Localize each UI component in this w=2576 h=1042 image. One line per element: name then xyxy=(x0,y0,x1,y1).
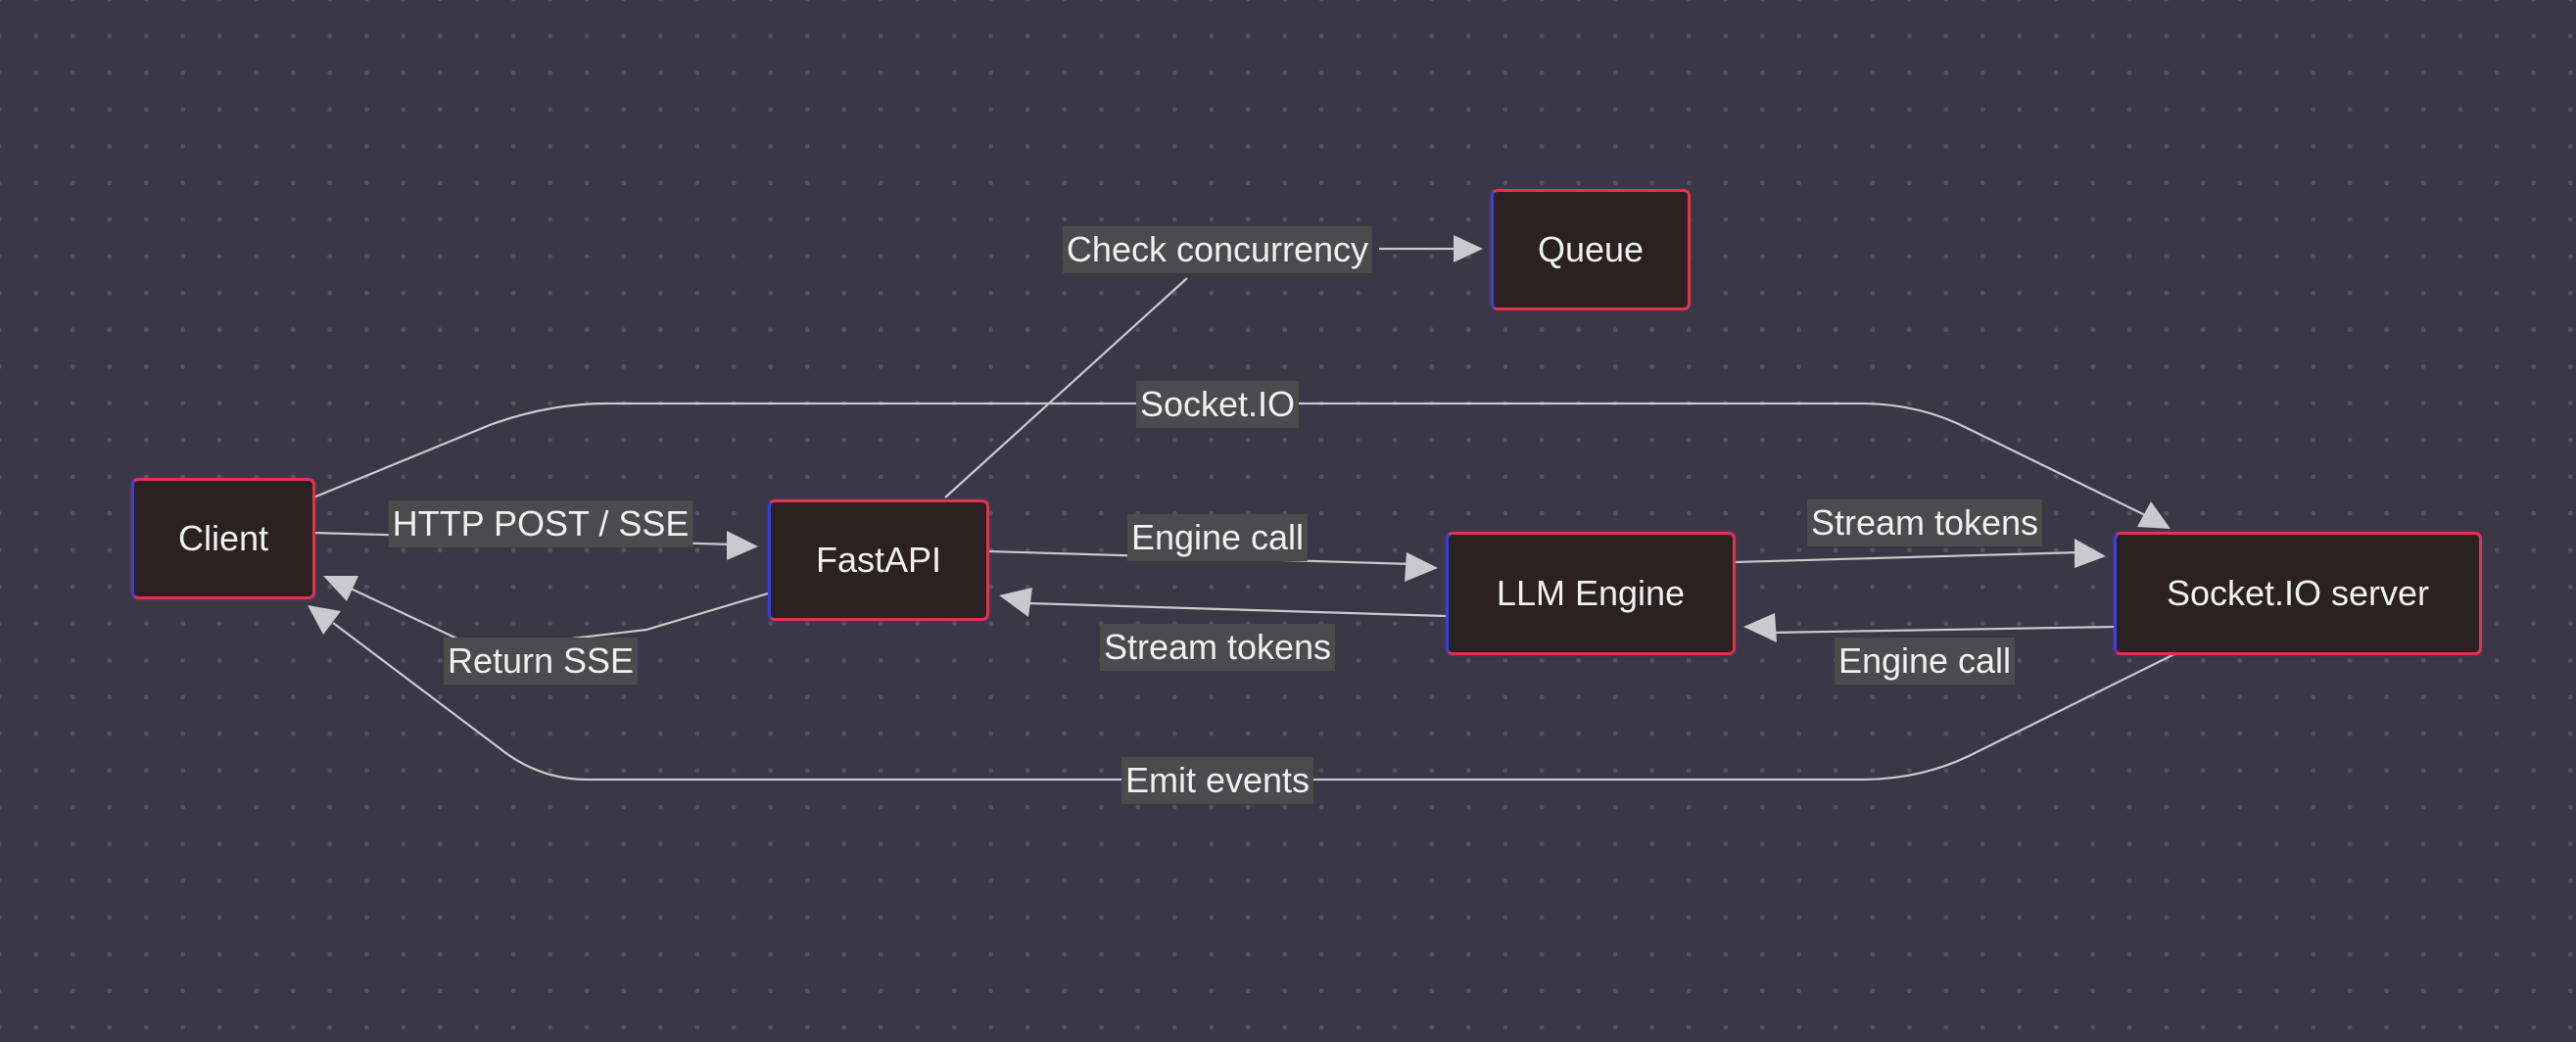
edge-label-stream-tokens-fastapi: Stream tokens xyxy=(1099,624,1336,671)
arrow-head-icon xyxy=(323,576,358,601)
edge-stream-tokens-server xyxy=(1735,550,2081,564)
arrow-head-icon xyxy=(2137,501,2171,529)
edge-label-engine-call-fastapi: Engine call xyxy=(1126,514,1309,561)
edge-label-socketio: Socket.IO xyxy=(1135,381,1300,428)
arrow-head-icon xyxy=(2075,539,2106,568)
arrow-head-icon xyxy=(999,588,1032,617)
node-queue[interactable]: Queue xyxy=(1491,189,1691,310)
node-client[interactable]: Client xyxy=(131,478,315,599)
node-llm-engine[interactable]: LLM Engine xyxy=(1446,532,1736,655)
edge-emit-events xyxy=(332,622,2179,782)
edge-label-return-sse: Return SSE xyxy=(443,638,639,685)
edge-label-check-concurrency: Check concurrency xyxy=(1062,226,1373,273)
edge-label-http-post-sse: HTTP POST / SSE xyxy=(388,500,693,547)
edge-check-concurrency xyxy=(944,277,1188,498)
node-fastapi[interactable]: FastAPI xyxy=(768,499,989,621)
node-llm-engine-label: LLM Engine xyxy=(1496,573,1686,613)
arrow-head-icon xyxy=(1454,235,1483,262)
edge-label-stream-tokens-server: Stream tokens xyxy=(1806,499,2043,546)
edge-socketio xyxy=(312,402,2146,516)
edge-engine-call-server xyxy=(1770,625,2117,635)
arrow-head-icon xyxy=(1743,613,1777,642)
arrow-head-icon xyxy=(308,605,341,635)
node-client-label: Client xyxy=(177,518,269,558)
arrow-head-icon xyxy=(1405,552,1438,582)
node-socketio-server-label: Socket.IO server xyxy=(2166,573,2430,613)
edge-label-emit-events: Emit events xyxy=(1121,757,1314,804)
edge-label-engine-call-server: Engine call xyxy=(1834,638,2016,685)
node-socketio-server[interactable]: Socket.IO server xyxy=(2114,532,2482,655)
arrow-head-icon xyxy=(727,531,758,560)
edge-stream-tokens-fastapi xyxy=(1027,601,1447,618)
node-queue-label: Queue xyxy=(1537,229,1645,269)
node-fastapi-label: FastAPI xyxy=(815,540,942,580)
